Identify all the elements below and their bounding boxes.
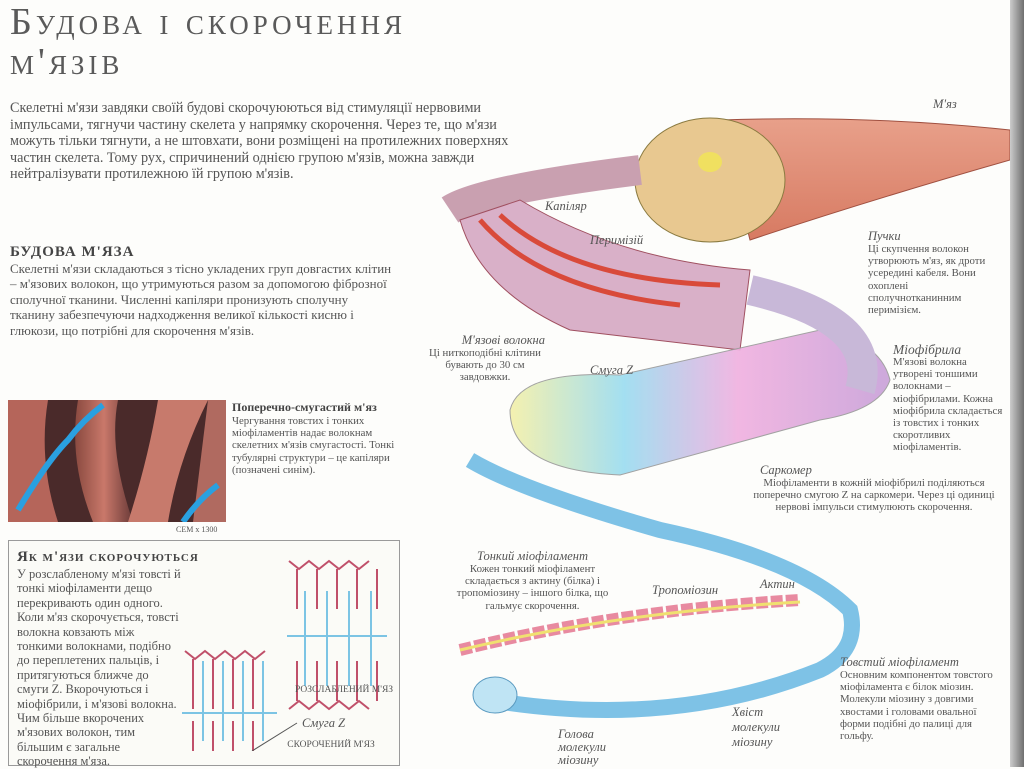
label-perimysium: Перимізій (590, 233, 644, 247)
label-myosin-head: Голова молекули міозину (558, 727, 606, 767)
relaxed-label: РОЗСЛАБЛЕНИЙ М'ЯЗ (294, 685, 394, 695)
label-actin: Актин (760, 577, 795, 591)
contraction-heading: Як м'язи скорочуються (17, 549, 199, 565)
label-sarcomere: Саркомер Міофіламенти в кожній міофібрил… (740, 464, 1008, 514)
myofibril-title: Міофібрила (893, 342, 962, 357)
photo-caption-title: Поперечно-смугастий м'яз (232, 400, 377, 414)
structure-heading: БУДОВА М'ЯЗА (10, 244, 135, 260)
zband-label-box: Смуга Z (302, 716, 346, 730)
sarcomere-title: Саркомер (760, 463, 812, 477)
label-muscle: М'яз (933, 97, 957, 111)
thin-title: Тонкий міофіламент (476, 549, 589, 563)
title-line-1: Будова і скорочення (10, 1, 406, 43)
structure-section: БУДОВА М'ЯЗА Скелетні м'язи складаються … (10, 244, 395, 338)
intro-text: Скелетні м'язи завдяки своїй будові скор… (10, 100, 509, 183)
label-thin-filament: Тонкий міофіламент Кожен тонкий міофілам… (445, 550, 620, 612)
title-line-2: м'язів (10, 41, 124, 83)
photo-caption-text: Чергування товстих і тонких міофіламенті… (232, 415, 395, 476)
muscle-illustration (441, 117, 1010, 718)
label-thick-filament: Товстий міофіламент Основним компонентом… (840, 655, 1008, 743)
label-capillary: Капіляр (545, 199, 587, 213)
page-title: Будова і скорочення м'язів (10, 2, 406, 82)
sarcomere-diagram (182, 559, 387, 751)
contraction-box: Як м'язи скорочуються У розслабленому м'… (8, 540, 400, 769)
fibers-text: Ці ниткоподібні клітини бувають до 30 см… (429, 347, 541, 384)
thick-text: Основним компонентом товстого міофіламен… (840, 669, 993, 743)
sem-photo (8, 400, 226, 522)
sarcomere-text: Міофіламенти в кожній міофібрилі поділяю… (753, 477, 995, 514)
photo-caption: Поперечно-смугастий м'яз Чергування товс… (232, 400, 397, 476)
label-myofibril: Міофібрила М'язові волокна утворені тонш… (893, 343, 1008, 454)
label-zband: Смуга Z (590, 363, 634, 377)
photo-credit: СЕМ x 1300 (176, 525, 218, 534)
label-tropomyosin: Тропоміозин (652, 583, 719, 597)
contraction-text: У розслабленому м'язі товсті й тонкі міо… (17, 567, 181, 769)
bundles-text: Ці скупчення волокон утворюють м'яз, як … (868, 243, 986, 317)
label-bundles: Пучки Ці скупчення волокон утворюють м'я… (868, 229, 1003, 317)
myofibril-text: М'язові волокна утворені тоншими волокна… (893, 356, 1003, 454)
thin-text: Кожен тонкий міофіламент складається з а… (456, 563, 609, 612)
label-myosin-tail: Хвіст молекули міозину (732, 705, 780, 749)
thick-title: Товстий міофіламент (840, 655, 959, 669)
bundles-title: Пучки (868, 229, 901, 243)
fibers-title: М'язові волокна (461, 333, 545, 347)
label-fibers: М'язові волокна Ці ниткоподібні клітини … (425, 334, 545, 384)
structure-text: Скелетні м'язи складаються з тісно уклад… (10, 261, 392, 338)
contracted-label: СКОРОЧЕНИЙ М'ЯЗ (287, 740, 375, 750)
page-edge (1010, 0, 1024, 767)
